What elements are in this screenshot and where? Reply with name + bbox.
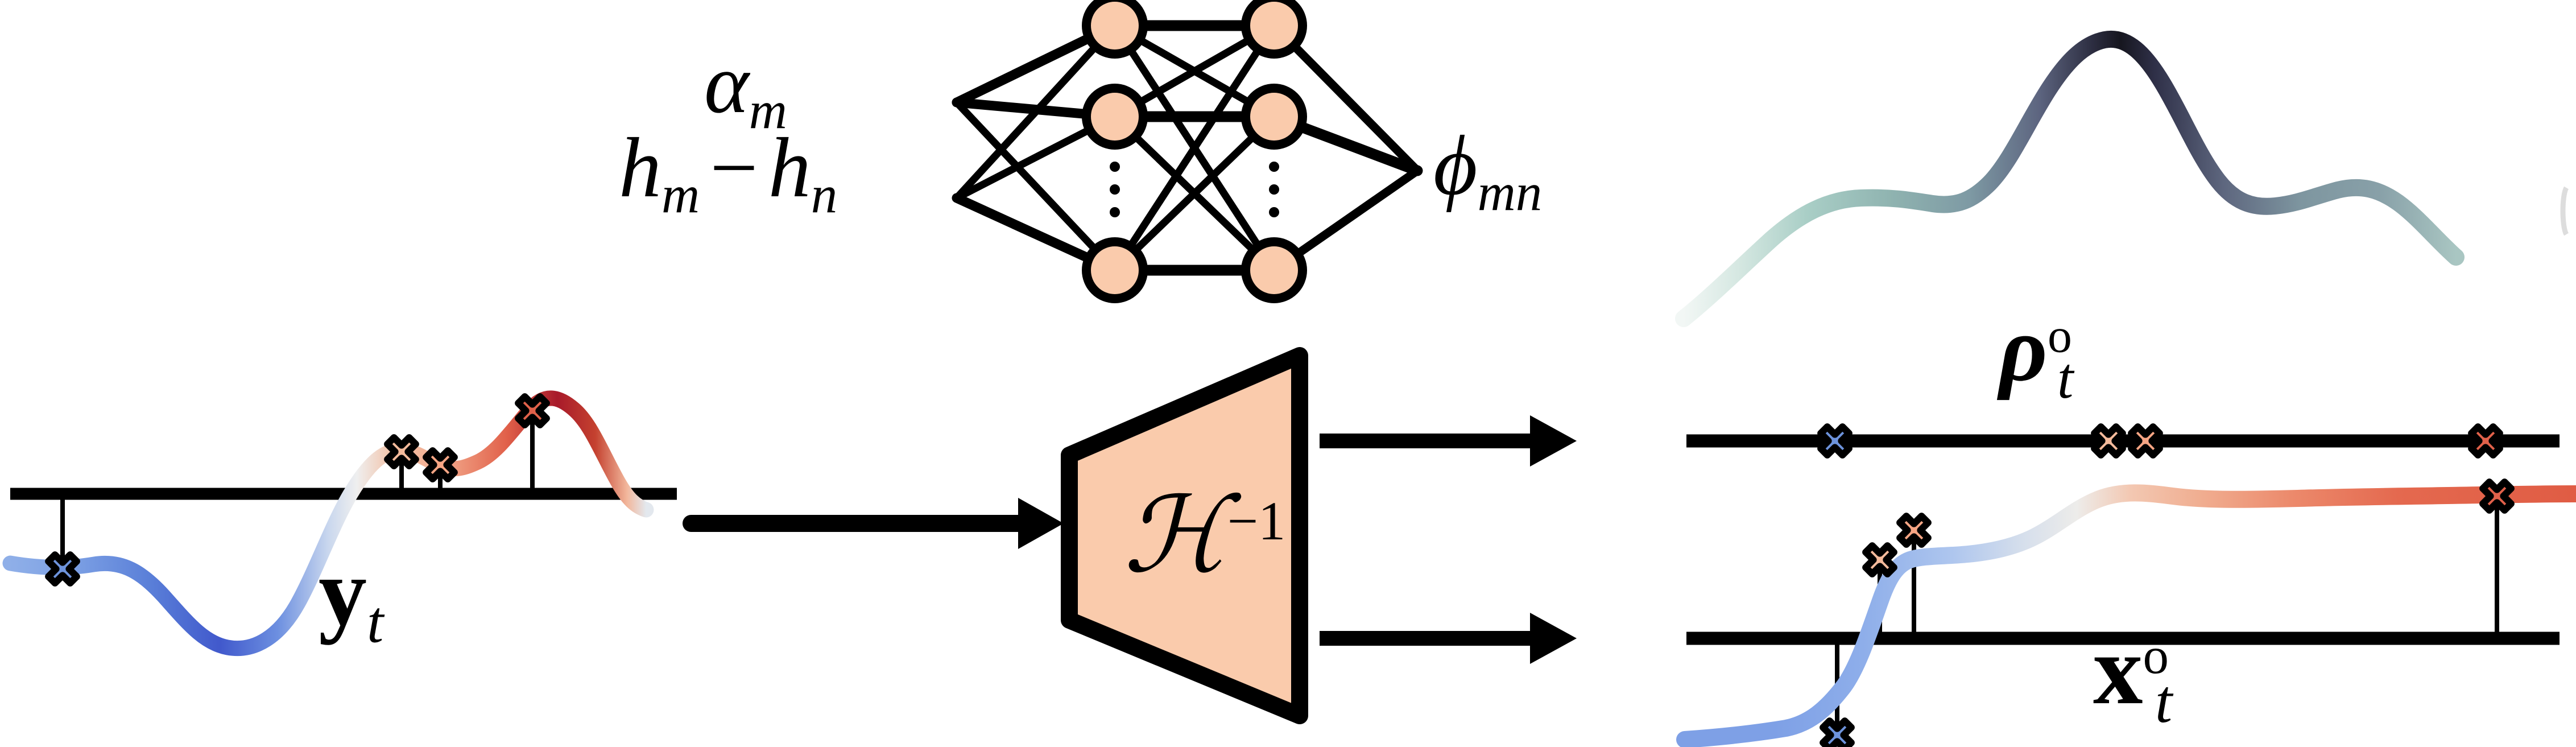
mlp-nodes — [1082, 0, 1307, 303]
label-h-difference: hm−hn — [619, 125, 837, 221]
marker-cross-red — [2468, 423, 2503, 459]
h-symbol-1: h — [619, 121, 661, 215]
rho-subscript: t — [2057, 346, 2074, 411]
x-symbol: x — [2093, 614, 2143, 725]
x-curve — [1676, 484, 2576, 747]
H-symbol: ℋ — [1123, 473, 1227, 596]
mlp-node-l1-1 — [1082, 0, 1148, 59]
chart-rho-profile — [1675, 30, 2560, 459]
rho-markers — [1817, 423, 2503, 459]
arrow-input-to-decoder — [683, 498, 1064, 549]
x-superscript: o — [2143, 627, 2169, 685]
mlp-node-l2-2 — [1241, 84, 1307, 150]
mlp-node-l1-3 — [1082, 237, 1148, 303]
mlp-node-l2-1 — [1241, 0, 1307, 59]
label-alpha-m: αm — [704, 41, 787, 137]
clipped-panel-edge — [2560, 186, 2569, 236]
label-x-t-o: xot — [2093, 620, 2172, 732]
marker-cross-red — [515, 393, 550, 428]
decoder-trapezoid-shape[interactable] — [1061, 347, 1308, 724]
minus-sign: − — [710, 121, 758, 215]
mlp-edges — [952, 20, 1423, 276]
x-markers — [1820, 478, 2515, 747]
y-signal-markers — [45, 393, 550, 587]
alpha-subscript: m — [749, 81, 787, 140]
phi-symbol: ϕ — [1433, 118, 1478, 213]
label-rho-t-o: ρot — [1999, 302, 2073, 408]
arrow-decoder-to-rho — [1320, 415, 1577, 467]
H-exponent: −1 — [1227, 490, 1286, 552]
inverse-operator-block[interactable] — [1061, 347, 1308, 724]
marker-cross-blue — [45, 551, 80, 587]
label-inverse-operator: ℋ−1 — [1123, 482, 1285, 589]
h-subscript-m: m — [661, 165, 700, 224]
mlp-network — [952, 0, 1423, 303]
chart-x-profile — [1676, 478, 2576, 747]
h-symbol-2: h — [768, 121, 811, 215]
y-signal-curve — [2, 390, 654, 656]
marker-cross-salmon — [1896, 513, 1932, 548]
label-phi-mn: ϕmn — [1433, 123, 1542, 219]
marker-cross-salmon-light — [1862, 542, 1897, 577]
y-symbol: y — [319, 538, 367, 645]
h-subscript-n: n — [811, 165, 838, 224]
rho-superscript: o — [2048, 308, 2072, 363]
phi-subscript: mn — [1477, 163, 1543, 222]
marker-cross-salmon-light — [384, 434, 419, 469]
rho-symbol: ρ — [1999, 296, 2048, 401]
mlp-node-l1-2 — [1082, 84, 1148, 150]
marker-cross-blue — [1820, 717, 1855, 747]
marker-cross-salmon-light — [2091, 423, 2126, 459]
marker-cross-salmon — [423, 447, 458, 482]
marker-cross-blue — [1817, 423, 1853, 459]
mlp-node-l2-3 — [1241, 237, 1307, 303]
marker-cross-salmon — [2128, 423, 2163, 459]
chart-y-signal — [2, 390, 677, 656]
y-subscript: t — [367, 588, 384, 655]
rho-curve — [1675, 30, 2465, 327]
x-subscript: t — [2155, 667, 2173, 736]
label-y-t: yt — [319, 543, 383, 652]
arrow-decoder-to-x — [1320, 613, 1577, 664]
marker-cross-red — [2479, 478, 2515, 514]
alpha-symbol: α — [704, 36, 749, 131]
mlp-vertical-dots — [1110, 162, 1279, 217]
